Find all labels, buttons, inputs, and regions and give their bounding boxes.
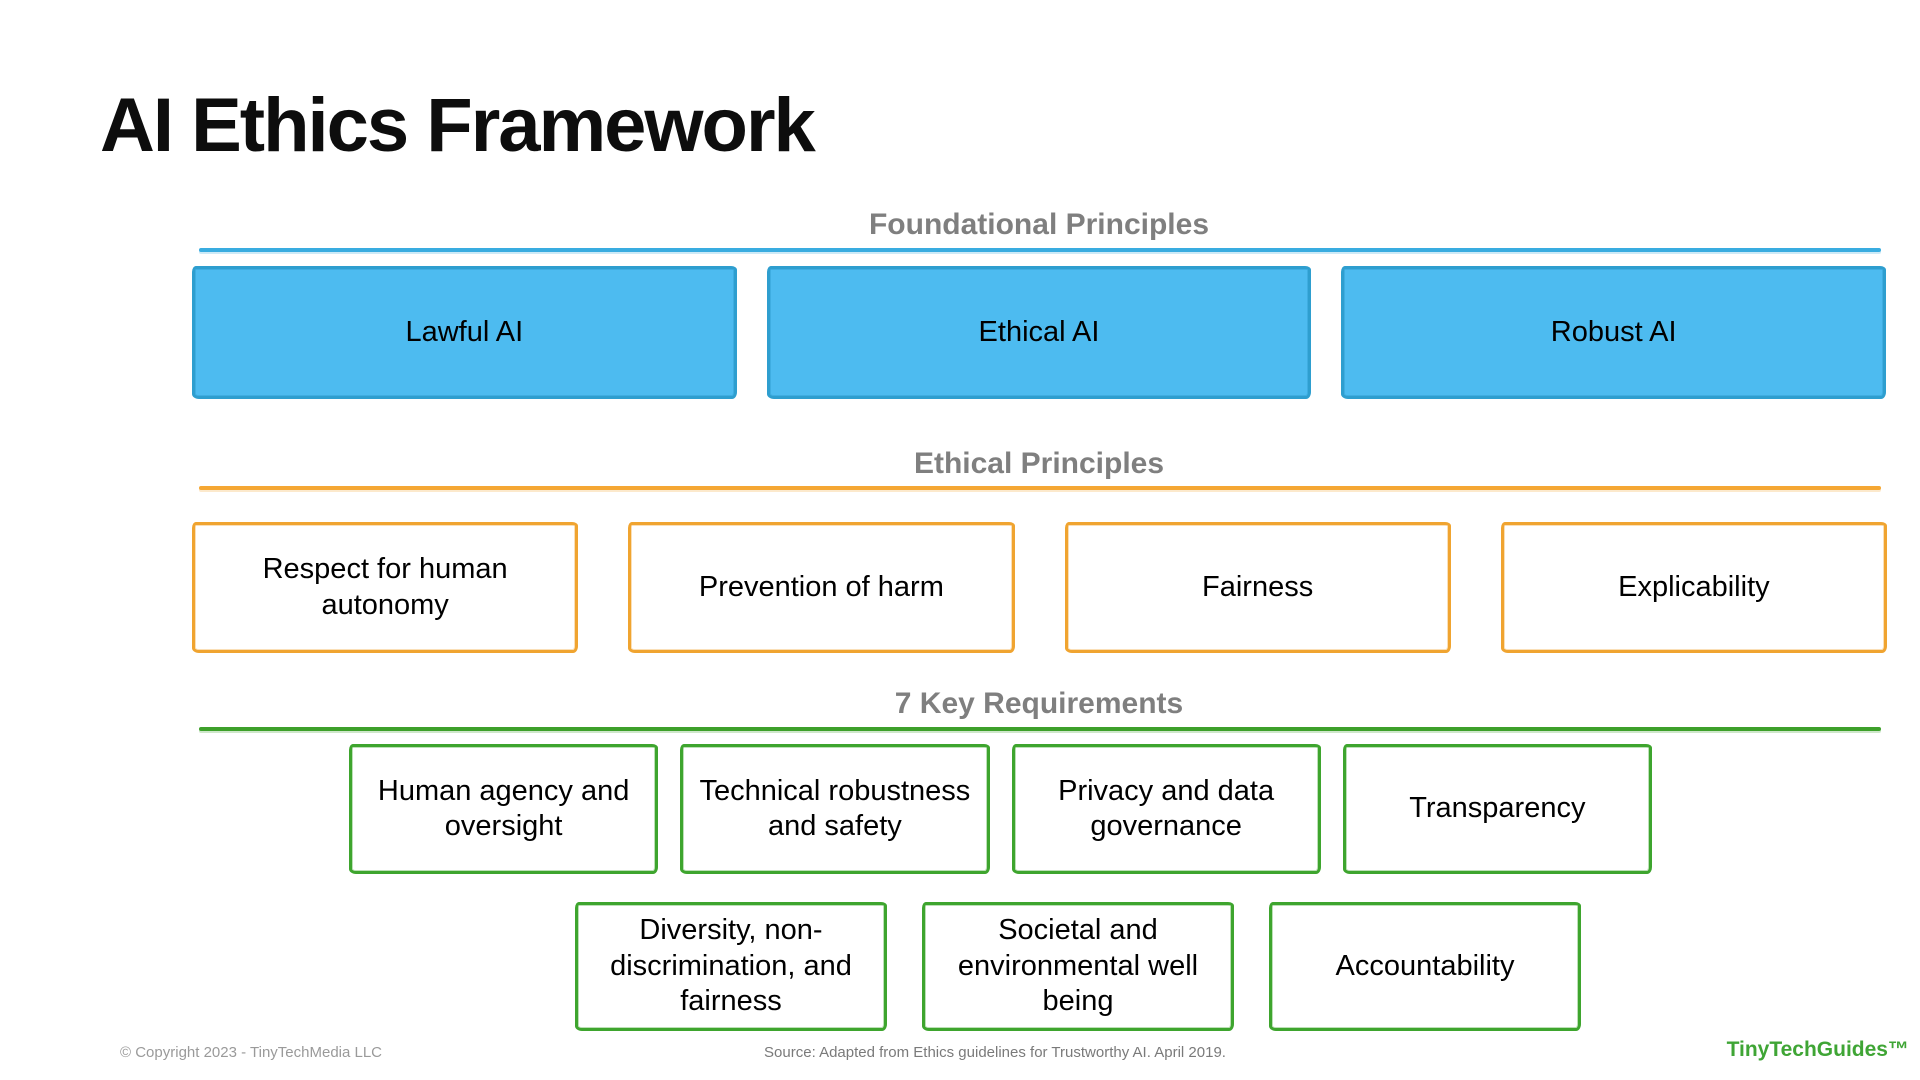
box-fairness: Fairness [1064,522,1451,653]
section-heading-ethical: Ethical Principles [913,447,1165,480]
row-requirements-1: Human agency and oversight Technical rob… [349,744,1652,874]
box-technical-robustness-and-safety: Technical robustness and safety [680,744,990,874]
row-ethical: Respect for human autonomy Prevention of… [192,522,1887,653]
section-heading-requirements: 7 Key Requirements [894,687,1184,720]
section-heading-foundational: Foundational Principles [868,208,1210,241]
footer-copyright: © Copyright 2023 - TinyTechMedia LLC [120,1044,383,1061]
box-accountability: Accountability [1269,902,1581,1031]
box-privacy-and-data-governance: Privacy and data governance [1011,744,1321,874]
box-diversity-non-discrimination-and-fairness: Diversity, non-discrimination, and fairn… [575,902,887,1031]
divider-foundational [199,248,1881,252]
box-human-agency-and-oversight: Human agency and oversight [349,744,659,874]
divider-requirements [199,727,1881,731]
box-lawful-ai: Lawful AI [192,266,737,399]
brand-logo: TinyTechGuides™ [1726,1038,1909,1061]
row-foundational: Lawful AI Ethical AI Robust AI [192,266,1887,399]
box-explicability: Explicability [1500,522,1887,653]
box-ethical-ai: Ethical AI [766,266,1312,399]
box-prevention-of-harm: Prevention of harm [628,522,1015,653]
box-robust-ai: Robust AI [1341,266,1887,399]
divider-ethical [199,486,1881,490]
page-title: AI Ethics Framework [100,83,816,168]
row-requirements-2: Diversity, non-discrimination, and fairn… [575,902,1581,1031]
box-respect-for-human-autonomy: Respect for human autonomy [192,522,579,653]
box-transparency: Transparency [1342,744,1652,874]
box-societal-and-environmental-well-being: Societal and environmental well being [922,902,1234,1031]
footer-source: Source: Adapted from Ethics guidelines f… [764,1044,1226,1061]
